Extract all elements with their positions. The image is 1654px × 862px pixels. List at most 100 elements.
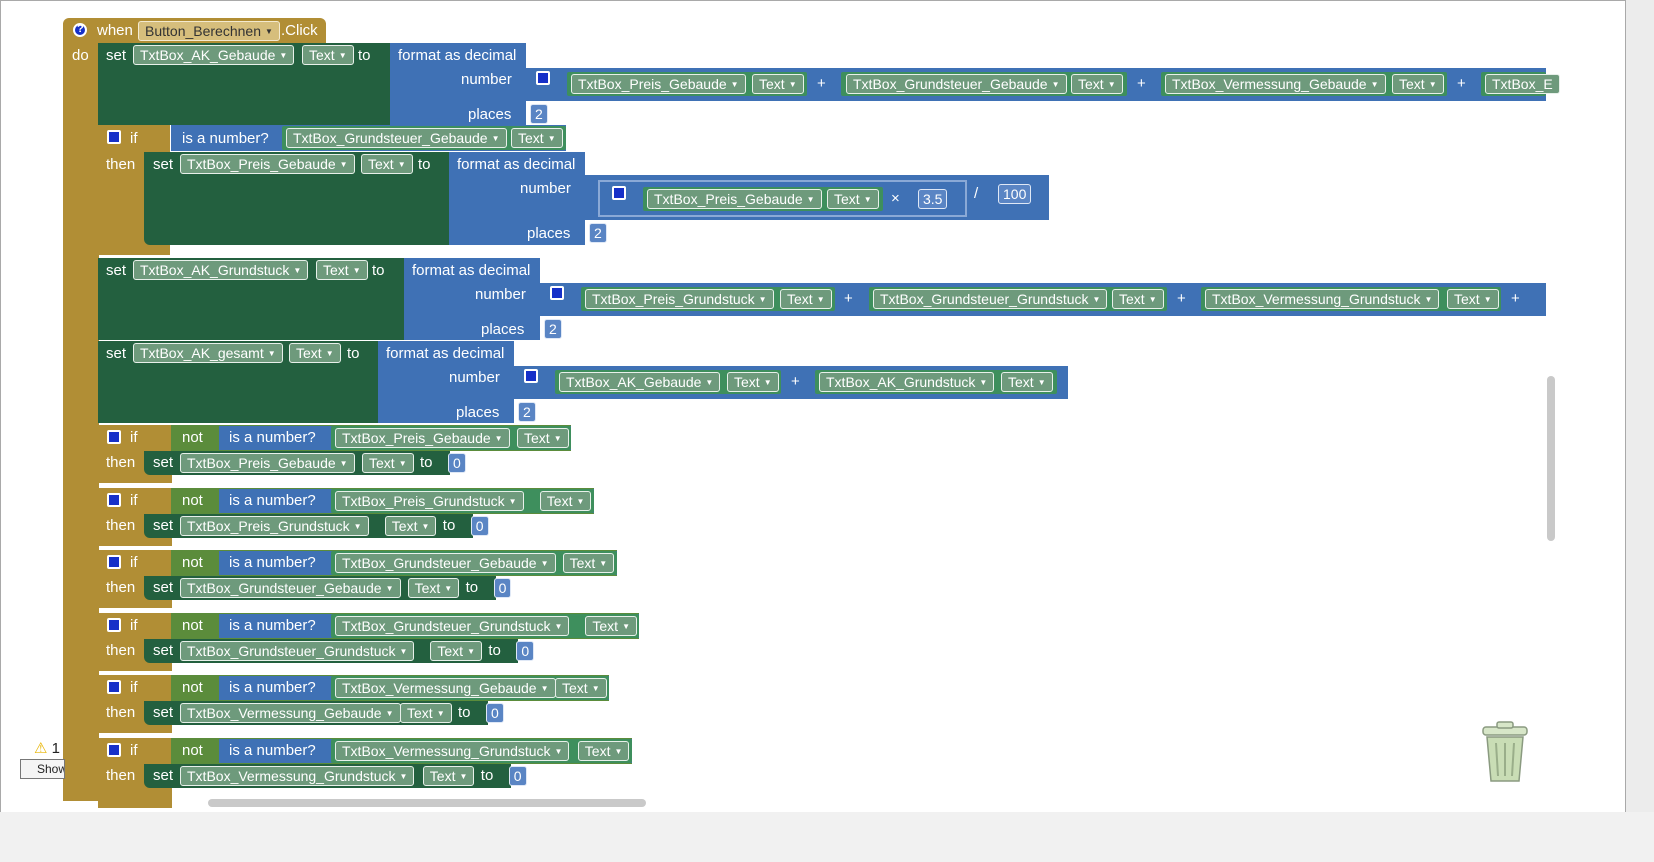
mutator-icon[interactable]: [107, 130, 121, 144]
property-dropdown[interactable]: Text▼: [577, 741, 630, 761]
format-decimal-label: format as decimal: [398, 47, 517, 64]
format-decimal-block[interactable]: [378, 341, 514, 423]
property-dropdown[interactable]: Text▼: [752, 74, 804, 94]
zero-value[interactable]: 0: [508, 766, 527, 786]
property-dropdown[interactable]: Text▼: [362, 453, 414, 473]
zero-value[interactable]: 0: [448, 453, 466, 473]
divide-operator: /: [974, 185, 979, 202]
show-warnings-button[interactable]: Show: [20, 759, 65, 779]
places-value[interactable]: 2: [544, 319, 562, 339]
component-dropdown[interactable]: TxtBox_Grundsteuer_Gebaude▼: [846, 74, 1067, 94]
mutator-icon[interactable]: [524, 369, 538, 383]
mutator-icon[interactable]: [536, 71, 550, 85]
mutator-icon[interactable]: [107, 555, 121, 569]
property-dropdown[interactable]: Text▼: [1392, 74, 1444, 94]
component-dropdown[interactable]: TxtBox_Preis_Gebaude▼: [571, 74, 746, 94]
vertical-scrollbar[interactable]: [1547, 376, 1555, 541]
component-dropdown[interactable]: TxtBox_Preis_Grundstuck▼: [585, 289, 774, 309]
mutator-icon[interactable]: [107, 680, 121, 694]
property-dropdown[interactable]: Text▼: [302, 45, 354, 65]
property-dropdown[interactable]: Text▼: [400, 703, 452, 723]
component-dropdown[interactable]: TxtBox_AK_Grundstuck▼: [819, 372, 995, 392]
format-decimal-block[interactable]: [390, 43, 526, 125]
property-dropdown[interactable]: Text▼: [539, 491, 592, 511]
component-dropdown[interactable]: TxtBox_E: [1485, 74, 1560, 94]
horizontal-scrollbar[interactable]: [208, 799, 646, 807]
times-operator: ×: [891, 190, 900, 207]
event-block-spine: [63, 41, 99, 801]
help-icon[interactable]: ?: [73, 23, 87, 37]
component-dropdown[interactable]: TxtBox_AK_Gebaude▼: [133, 45, 295, 65]
property-dropdown[interactable]: Text▼: [511, 128, 563, 148]
component-dropdown[interactable]: TxtBox_Preis_Gebaude▼: [180, 154, 355, 174]
places-value[interactable]: 2: [530, 104, 548, 124]
format-decimal-block[interactable]: [449, 152, 585, 245]
mutator-icon[interactable]: [107, 618, 121, 632]
component-dropdown[interactable]: TxtBox_Preis_Grundstuck▼: [180, 516, 369, 536]
mutator-icon[interactable]: [107, 430, 121, 444]
property-dropdown[interactable]: Text▼: [1001, 372, 1053, 392]
places-value[interactable]: 2: [518, 402, 536, 422]
component-dropdown[interactable]: TxtBox_Grundsteuer_Grundstuck▼: [873, 289, 1108, 309]
component-dropdown[interactable]: TxtBox_Preis_Gebaude▼: [647, 189, 822, 209]
property-dropdown[interactable]: Text▼: [562, 553, 615, 573]
zero-value[interactable]: 0: [470, 516, 489, 536]
to-label: to: [420, 454, 433, 471]
button-component-dropdown[interactable]: Button_Berechnen▼: [138, 21, 280, 41]
property-dropdown[interactable]: Text▼: [555, 678, 607, 698]
plus-operator: +: [1177, 290, 1186, 307]
property-dropdown[interactable]: Text▼: [1447, 289, 1499, 309]
component-dropdown[interactable]: TxtBox_Vermessung_Grundstuck▼: [335, 741, 570, 761]
component-dropdown[interactable]: TxtBox_AK_Gebaude▼: [559, 372, 721, 392]
property-dropdown[interactable]: Text▼: [1112, 289, 1164, 309]
to-label: to: [480, 767, 494, 784]
component-dropdown[interactable]: TxtBox_AK_gesamt▼: [133, 343, 283, 363]
factor-value[interactable]: 3.5: [918, 189, 948, 209]
format-decimal-block[interactable]: [404, 258, 540, 340]
property-dropdown[interactable]: Text▼: [361, 154, 413, 174]
property-dropdown[interactable]: Text▼: [585, 616, 637, 636]
mutator-icon[interactable]: [550, 286, 564, 300]
format-decimal-label: format as decimal: [386, 345, 505, 362]
component-dropdown[interactable]: TxtBox_Preis_Gebaude▼: [335, 428, 510, 448]
component-dropdown[interactable]: TxtBox_Vermessung_Grundstuck▼: [180, 766, 415, 786]
component-dropdown[interactable]: TxtBox_Grundsteuer_Grundstuck▼: [180, 641, 415, 661]
property-dropdown[interactable]: Text▼: [289, 343, 341, 363]
component-dropdown[interactable]: TxtBox_Vermessung_Gebaude▼: [180, 703, 401, 723]
property-dropdown[interactable]: Text▼: [780, 289, 832, 309]
then-label: then: [106, 767, 136, 784]
mutator-icon[interactable]: [107, 743, 121, 757]
property-dropdown[interactable]: Text▼: [384, 516, 437, 536]
component-dropdown[interactable]: TxtBox_Grundsteuer_Grundstuck▼: [335, 616, 570, 636]
property-dropdown[interactable]: Text▼: [316, 260, 368, 280]
is-number-label: is a number?: [229, 429, 316, 446]
property-dropdown[interactable]: Text▼: [1071, 74, 1123, 94]
mutator-icon[interactable]: [612, 186, 626, 200]
component-dropdown[interactable]: TxtBox_AK_Grundstuck▼: [133, 260, 309, 280]
places-label: places: [527, 225, 571, 242]
is-number-label: is a number?: [229, 679, 316, 696]
mutator-icon[interactable]: [107, 493, 121, 507]
property-dropdown[interactable]: Text▼: [430, 641, 482, 661]
blocks-workspace[interactable]: ? when Button_Berechnen▼ .Click do set T…: [0, 0, 1626, 850]
property-dropdown[interactable]: Text▼: [517, 428, 569, 448]
component-dropdown[interactable]: TxtBox_Preis_Grundstuck▼: [335, 491, 524, 511]
property-dropdown[interactable]: Text▼: [422, 766, 475, 786]
component-dropdown[interactable]: TxtBox_Preis_Gebaude▼: [180, 453, 355, 473]
component-dropdown[interactable]: TxtBox_Grundsteuer_Gebaude▼: [335, 553, 556, 573]
divisor-value[interactable]: 100: [998, 184, 1032, 204]
zero-value[interactable]: 0: [486, 703, 504, 723]
trash-can-icon[interactable]: [1479, 721, 1531, 785]
component-dropdown[interactable]: TxtBox_Grundsteuer_Gebaude▼: [180, 578, 401, 598]
zero-value[interactable]: 0: [493, 578, 512, 598]
component-dropdown[interactable]: TxtBox_Vermessung_Gebaude▼: [1165, 74, 1386, 94]
number-label: number: [520, 180, 571, 197]
zero-value[interactable]: 0: [516, 641, 535, 661]
component-dropdown[interactable]: TxtBox_Vermessung_Gebaude▼: [335, 678, 556, 698]
property-dropdown[interactable]: Text▼: [727, 372, 779, 392]
property-dropdown[interactable]: Text▼: [407, 578, 460, 598]
component-dropdown[interactable]: TxtBox_Vermessung_Grundstuck▼: [1205, 289, 1440, 309]
component-dropdown[interactable]: TxtBox_Grundsteuer_Gebaude▼: [286, 128, 507, 148]
property-dropdown[interactable]: Text▼: [827, 189, 879, 209]
places-value[interactable]: 2: [589, 223, 607, 243]
